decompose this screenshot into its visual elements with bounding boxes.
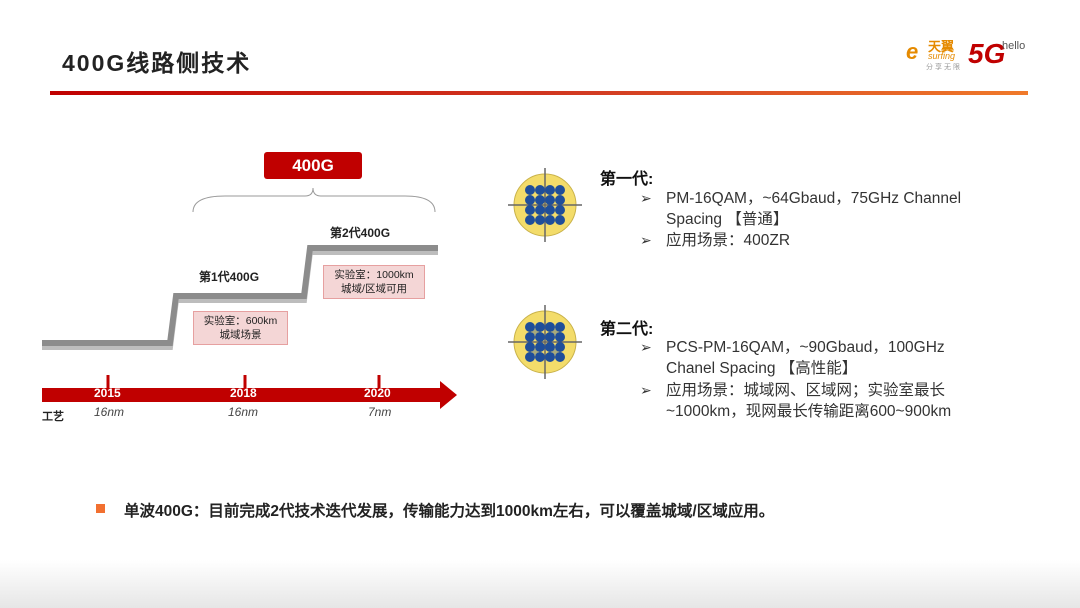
- gen2-bullet-2: ➢ 应用场景：城域网、区域网；实验室最长 ~1000km，现网最长传输距离600…: [640, 380, 1056, 422]
- gen2-bullet-2-line1: 应用场景：城域网、区域网；实验室最长: [666, 382, 946, 399]
- logo-hello: hello: [1002, 40, 1026, 52]
- gen1-note-line1: 实验室：600km: [203, 315, 278, 327]
- gen2-note: 实验室：1000km 城域/区域可用: [323, 265, 425, 299]
- gen2-label: 第2代400G: [330, 226, 391, 240]
- constellation-icon-gen1: [508, 168, 582, 242]
- process-label: 工艺: [42, 411, 64, 423]
- process-node-2018: 16nm: [228, 405, 259, 419]
- logo-5g: 5G: [968, 38, 1006, 69]
- gen1-note-line2: 城域场景: [219, 329, 262, 341]
- year-2020: 2020: [364, 386, 391, 400]
- gen1-label: 第1代400G: [199, 270, 260, 284]
- gen1-note: 实验室：600km 城域场景: [193, 311, 288, 345]
- year-2015: 2015: [94, 386, 121, 400]
- brace: [192, 187, 436, 213]
- gen2-bullet-2-line2: ~1000km，现网最长传输距离600~900km: [666, 403, 952, 420]
- constellation-icon-gen2: [508, 305, 582, 379]
- page-title: 400G线路侧技术: [62, 50, 252, 76]
- gen2-note-line2: 城域/区域可用: [341, 283, 407, 295]
- bottom-shade: [0, 560, 1080, 608]
- gen2-bullet-1-line1: PCS-PM-16QAM，~90Gbaud，100GHz: [666, 339, 945, 356]
- summary-text: 单波400G：目前完成2代技术迭代发展，传输能力达到1000km左右，可以覆盖城…: [124, 503, 775, 520]
- summary-square-icon: [96, 504, 105, 513]
- year-2018: 2018: [230, 386, 257, 400]
- step-shadow: [42, 249, 438, 350]
- gen2-bullet-1: ➢ PCS-PM-16QAM，~90Gbaud，100GHz Chanel Sp…: [640, 337, 1046, 379]
- gen1-bullet-1-line2: Spacing 【普通】: [666, 211, 789, 228]
- process-node-2015: 16nm: [94, 405, 125, 419]
- arrow-bullet-icon: ➢: [640, 382, 652, 398]
- header-divider: [50, 91, 1028, 95]
- logo-sub: surfing: [928, 51, 956, 61]
- badge-400g: 400G: [264, 152, 362, 179]
- arrow-bullet-icon: ➢: [640, 232, 652, 248]
- gen1-bullet-1-line1: PM-16QAM，~64Gbaud，75GHz Channel: [666, 190, 962, 207]
- gen2-bullet-1-line2: Chanel Spacing 【高性能】: [666, 360, 858, 377]
- gen2-heading: 第二代:: [600, 321, 654, 338]
- gen1-heading: 第一代:: [600, 171, 654, 188]
- arrow-bullet-icon: ➢: [640, 339, 652, 355]
- logo-tagline: 分享无限: [926, 64, 962, 71]
- arrow-bullet-icon: ➢: [640, 190, 652, 206]
- gen1-bullet-2-line1: 应用场景：400ZR: [666, 232, 791, 249]
- gen1-bullet-2: ➢ 应用场景：400ZR: [640, 230, 1046, 251]
- gen2-note-line1: 实验室：1000km: [334, 269, 414, 281]
- gen1-bullet-1: ➢ PM-16QAM，~64Gbaud，75GHz Channel Spacin…: [640, 188, 1046, 230]
- process-node-2020: 7nm: [368, 405, 392, 419]
- step-line: [42, 245, 438, 346]
- logo-brand: 天翼: [928, 39, 955, 54]
- brand-logo: e 天翼 surfing 分享无限 5G hello: [904, 36, 1039, 76]
- logo-e-icon: e: [906, 39, 919, 64]
- timeline-arrow: [42, 381, 457, 409]
